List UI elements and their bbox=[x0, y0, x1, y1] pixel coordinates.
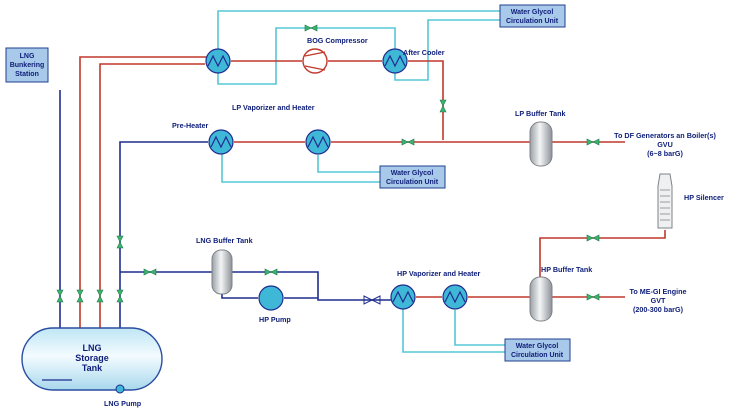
valve-icon bbox=[76, 289, 84, 303]
lng-bunkering-station: LNG Bunkering Station bbox=[5, 47, 49, 83]
valve-icon bbox=[96, 289, 104, 303]
lng-pump-label: LNG Pump bbox=[104, 399, 142, 408]
valve-icon bbox=[56, 289, 64, 303]
hp-vaporizer-icon bbox=[390, 284, 416, 310]
lng-storage-tank: LNG Storage Tank bbox=[21, 327, 163, 391]
glycol-unit-bottom: Water Glycol Circulation Unit bbox=[504, 338, 571, 362]
glycol-bottom-label-2: Circulation Unit bbox=[511, 352, 564, 359]
glycol-mid-label-1: Water Glycol bbox=[391, 170, 434, 177]
lp-buffer-tank bbox=[529, 121, 553, 167]
bunkering-label-3: Station bbox=[15, 71, 39, 78]
glycol-mid-label-2: Circulation Unit bbox=[386, 179, 439, 186]
storage-tank-label-1: LNG bbox=[83, 343, 102, 353]
lp-vaporizer-label: LP Vaporizer and Heater bbox=[232, 103, 315, 112]
glycol-unit-mid: Water Glycol Circulation Unit bbox=[379, 165, 446, 189]
hp-heater-icon bbox=[442, 284, 468, 310]
lp-vaporizer-icon bbox=[305, 129, 331, 155]
glycol-top-label-1: Water Glycol bbox=[511, 9, 554, 16]
bog-compressor-label: BOG Compressor bbox=[307, 36, 368, 45]
valve-icon bbox=[439, 99, 447, 113]
glycol-bottom-label-1: Water Glycol bbox=[516, 343, 559, 350]
hp-destination-label-2: GVT bbox=[651, 296, 666, 305]
lng-buffer-tank bbox=[211, 249, 233, 295]
lp-destination-label-1: To DF Generators an Boiler(s) bbox=[614, 131, 716, 140]
glycol-top-label-2: Circulation Unit bbox=[506, 18, 559, 25]
hp-pump-icon bbox=[258, 285, 284, 311]
bog-heat-exchanger-icon bbox=[205, 48, 231, 74]
hp-silencer-label: HP Silencer bbox=[684, 193, 724, 202]
pre-heater-icon bbox=[208, 129, 234, 155]
bunkering-label-1: LNG bbox=[20, 53, 35, 60]
valve-icon bbox=[304, 24, 318, 32]
hp-buffer-tank-label: HP Buffer Tank bbox=[541, 265, 592, 274]
lng-buffer-tank-label: LNG Buffer Tank bbox=[196, 236, 253, 245]
valve-icon bbox=[116, 289, 124, 303]
valve-icon bbox=[143, 268, 157, 276]
after-cooler-label: After Cooler bbox=[403, 48, 445, 57]
lng-pump-icon bbox=[115, 384, 125, 394]
check-valve-icon bbox=[363, 295, 381, 305]
lp-destination-label-2: GVU bbox=[657, 140, 673, 149]
bunkering-label-2: Bunkering bbox=[10, 62, 45, 69]
after-cooler-icon bbox=[382, 48, 408, 74]
storage-tank-label-3: Tank bbox=[82, 363, 103, 373]
hp-pump-label: HP Pump bbox=[259, 315, 291, 324]
hp-destination-label-3: (200-300 barG) bbox=[633, 305, 684, 314]
pre-heater-label: Pre-Heater bbox=[172, 121, 209, 130]
lp-destination-label-3: (6~8 barG) bbox=[647, 149, 683, 158]
hp-buffer-tank bbox=[529, 276, 553, 322]
red-lines bbox=[79, 56, 666, 330]
valve-icon bbox=[264, 268, 278, 276]
glycol-unit-top: Water Glycol Circulation Unit bbox=[499, 4, 566, 28]
valve-icon bbox=[116, 235, 124, 249]
hp-silencer-icon bbox=[657, 173, 673, 229]
valve-icon bbox=[401, 138, 415, 146]
hp-destination-label-1: To ME-GI Engine bbox=[630, 287, 687, 296]
lp-buffer-tank-label: LP Buffer Tank bbox=[515, 109, 565, 118]
valve-icon bbox=[586, 234, 600, 242]
valve-icon bbox=[586, 138, 600, 146]
storage-tank-label-2: Storage bbox=[75, 353, 109, 363]
bog-compressor-icon bbox=[302, 48, 328, 74]
hp-vaporizer-label: HP Vaporizer and Heater bbox=[397, 269, 481, 278]
valve-icon bbox=[586, 293, 600, 301]
